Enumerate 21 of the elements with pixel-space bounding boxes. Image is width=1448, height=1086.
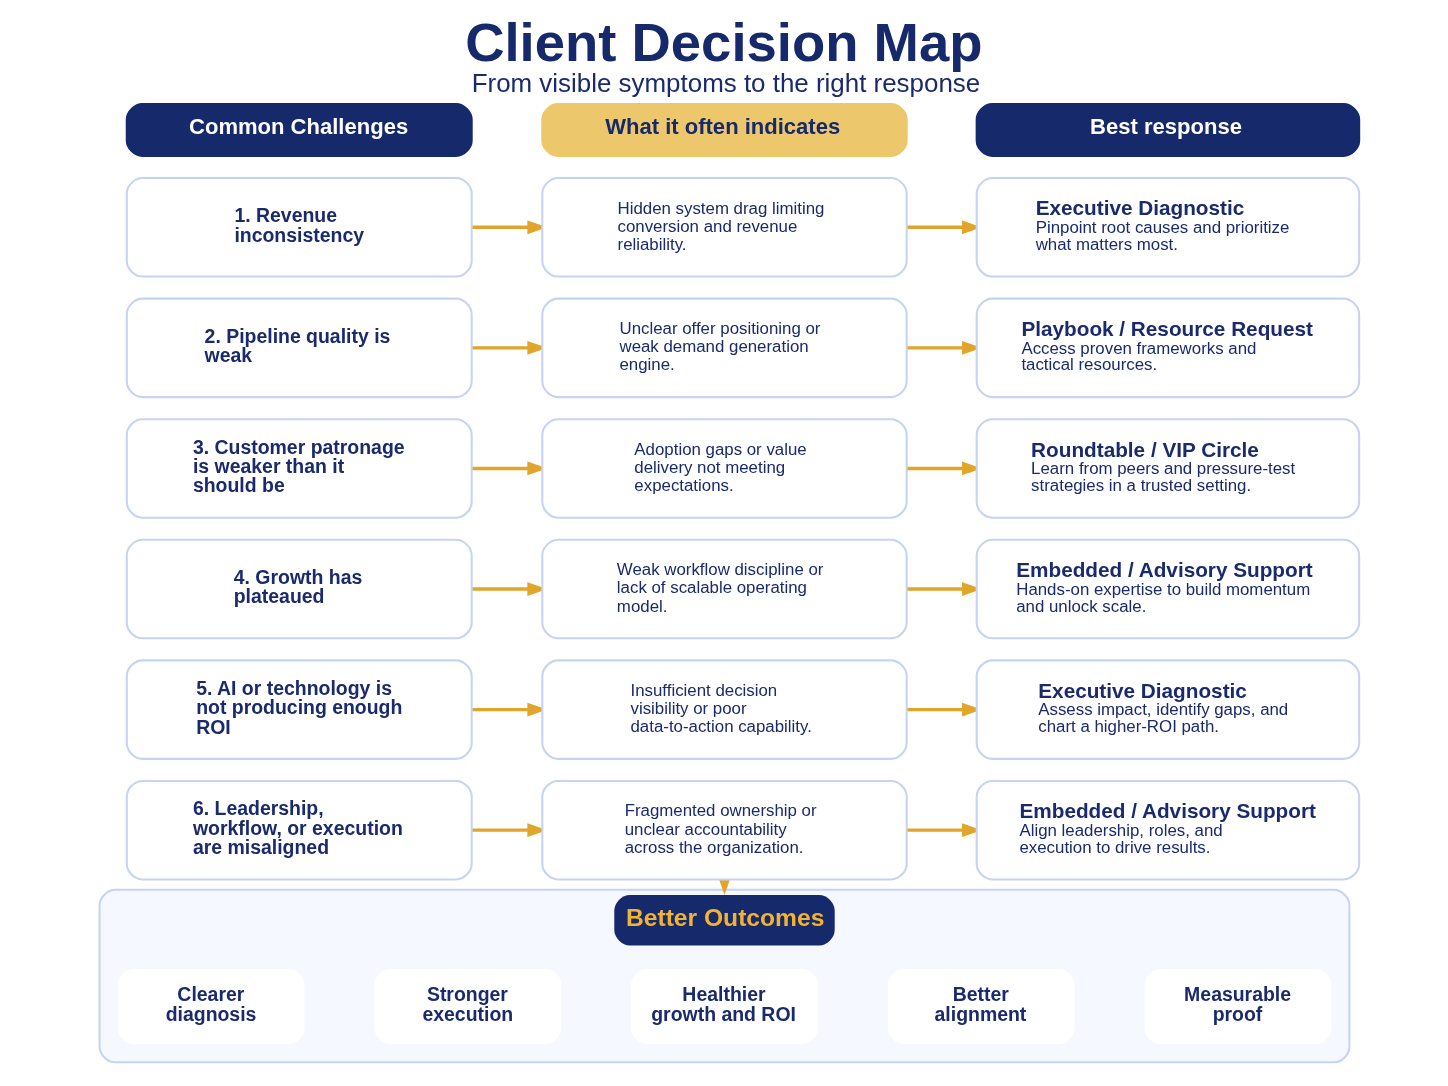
node-box: 2. Pipeline quality is weak xyxy=(125,297,473,399)
node-box: Executive Diagnostic Pinpoint root causes and prioritize what matters most. xyxy=(975,177,1360,278)
node-box: Embedded / Advisory Support Hands-on expertise to build momentum and unlock scale. xyxy=(975,538,1360,640)
node-box: 1. Revenue inconsistency xyxy=(125,177,473,278)
node-box: 4. Growth has plateaued xyxy=(125,538,473,640)
node-box: Executive Diagnostic Assess impact, identify gaps, and chart a higher-ROI path. xyxy=(975,659,1360,760)
node-box: What it often indicates xyxy=(540,103,908,157)
node-box: Embedded / Advisory Support Align leadership, roles, and execution to drive results. xyxy=(975,779,1360,881)
node-box: Insufficient decision visibility or poor data-to-action capability. xyxy=(540,659,908,760)
node-box: Hidden system drag limiting conversion and revenue reliability. xyxy=(540,177,908,278)
node-box: Playbook / Resource Request Access proven frameworks and tactical resources. xyxy=(975,297,1360,399)
node-box: Best response xyxy=(975,103,1360,157)
node-box: 6. Leadership, workflow, or execution are misaligned xyxy=(125,779,473,881)
node-box: Unclear offer positioning or weak demand generation engine. xyxy=(540,297,908,399)
diagram-title: Client Decision Map xyxy=(464,11,982,73)
node-box: Roundtable / VIP Circle Learn from peers and pressure-test strategies in a trusted setting. xyxy=(975,418,1360,519)
node-box: 5. AI or technology is not producing enough ROI xyxy=(125,659,473,760)
node-box: Common Challenges xyxy=(125,103,473,157)
node-box: Adoption gaps or value delivery not meeting expectations. xyxy=(540,418,908,519)
node-box: Weak workflow discipline or lack of scalable operating model. xyxy=(540,538,908,640)
node-box: 3. Customer patronage is weaker than it should be xyxy=(125,418,473,519)
